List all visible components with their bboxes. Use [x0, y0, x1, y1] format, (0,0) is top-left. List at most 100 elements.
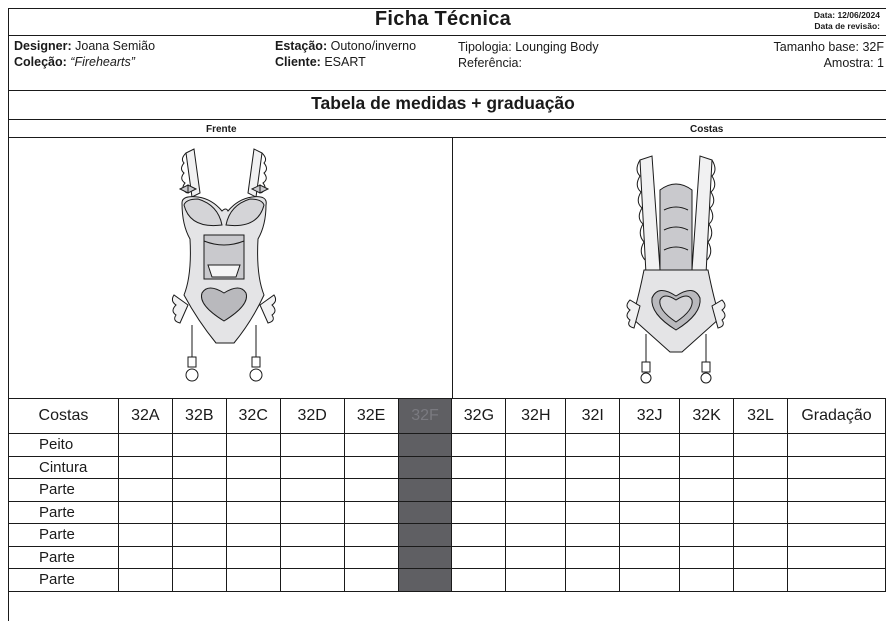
sample-field: Amostra: 1: [823, 56, 884, 70]
table-cell: [343, 568, 399, 592]
table-cell: [117, 545, 173, 569]
table-cell: [279, 500, 345, 524]
table-cell: [565, 568, 621, 592]
collection-value: “Firehearts”: [70, 55, 135, 69]
table-row: Parte: [8, 478, 886, 502]
designer-label: Designer:: [14, 39, 72, 53]
table-row: Cintura: [8, 455, 886, 479]
season-field: Estação: Outono/inverno: [275, 39, 416, 54]
table-cell: [225, 568, 281, 592]
row-label: Parte: [8, 523, 119, 547]
table-cell: [171, 433, 227, 457]
table-cell: [505, 523, 567, 547]
divider-header: [8, 35, 886, 36]
table-cell: [397, 568, 453, 592]
client-label: Cliente:: [275, 55, 321, 69]
header-cell: 32B: [171, 398, 227, 434]
table-cell: [733, 500, 788, 524]
table-cell: [786, 523, 886, 547]
table-cell: [451, 433, 507, 457]
season-value: Outono/inverno: [330, 39, 417, 53]
table-cell: [733, 455, 788, 479]
table-cell: [505, 433, 567, 457]
table-cell: [117, 568, 173, 592]
front-bodysuit-illustration: [171, 148, 277, 382]
table-cell: [619, 523, 681, 547]
table-cell: [786, 478, 886, 502]
table-cell: [679, 500, 735, 524]
table-cell: [225, 433, 281, 457]
table-cell: [117, 455, 173, 479]
table-cell: [225, 545, 281, 569]
header-cell: 32L: [733, 398, 788, 434]
header-cell: 32K: [679, 398, 735, 434]
table-cell: [733, 523, 788, 547]
frame-top: [8, 8, 886, 9]
table-cell: [451, 500, 507, 524]
table-cell: [505, 455, 567, 479]
table-cell: [225, 523, 281, 547]
table-cell: [343, 433, 399, 457]
table-row: Parte: [8, 500, 886, 524]
table-cell: [343, 500, 399, 524]
table-cell: [619, 455, 681, 479]
table-cell: [619, 545, 681, 569]
table-cell: [505, 478, 567, 502]
table-cell: [619, 500, 681, 524]
table-cell: [733, 568, 788, 592]
table-cell: [117, 523, 173, 547]
table-row: Parte: [8, 523, 886, 547]
row-label: Parte: [8, 500, 119, 524]
table-cell: [279, 545, 345, 569]
table-cell: [565, 455, 621, 479]
table-cell: [786, 455, 886, 479]
table-cell: [397, 545, 453, 569]
table-cell: [786, 568, 886, 592]
table-row: Peito: [8, 433, 886, 457]
table-cell: [343, 455, 399, 479]
front-view-label: Frente: [206, 124, 237, 135]
header-cell: 32G: [451, 398, 507, 434]
table-cell: [565, 478, 621, 502]
header-cell: 32C: [225, 398, 281, 434]
table-cell: [279, 478, 345, 502]
table-cell: [171, 568, 227, 592]
header-cell: Gradação: [786, 398, 886, 434]
season-label: Estação:: [275, 39, 328, 53]
collection-label: Coleção:: [14, 55, 67, 69]
table-cell: [565, 433, 621, 457]
table-cell: [225, 478, 281, 502]
header-cell: 32D: [279, 398, 345, 434]
table-row: Parte: [8, 545, 886, 569]
row-label: Parte: [8, 545, 119, 569]
table-cell: [225, 455, 281, 479]
collection-field: Coleção: “Firehearts”: [14, 55, 135, 70]
table-cell: [733, 433, 788, 457]
page-title: Ficha Técnica: [374, 8, 512, 30]
section-title: Tabela de medidas + graduação: [311, 93, 575, 113]
table-cell: [505, 545, 567, 569]
table-cell: [505, 568, 567, 592]
table-cell: [397, 523, 453, 547]
table-row: Parte: [8, 568, 886, 592]
table-cell: [505, 500, 567, 524]
table-cell: [451, 455, 507, 479]
table-cell: [171, 545, 227, 569]
table-cell: [397, 433, 453, 457]
table-cell: [397, 478, 453, 502]
client-value: ESART: [324, 55, 366, 69]
table-cell: [171, 455, 227, 479]
designer-field: Designer: Joana Semião: [14, 39, 155, 54]
table-cell: [679, 455, 735, 479]
header-cell: 32H: [505, 398, 567, 434]
header-cell: 32I: [565, 398, 621, 434]
revision-date-text: Data de revisão:: [814, 21, 880, 31]
typology-field: Tipologia: Lounging Body: [458, 40, 599, 54]
frame-left: [8, 8, 9, 621]
table-cell: [619, 568, 681, 592]
table-cell: [171, 500, 227, 524]
table-cell: [679, 545, 735, 569]
table-cell: [451, 568, 507, 592]
table-cell: [171, 478, 227, 502]
